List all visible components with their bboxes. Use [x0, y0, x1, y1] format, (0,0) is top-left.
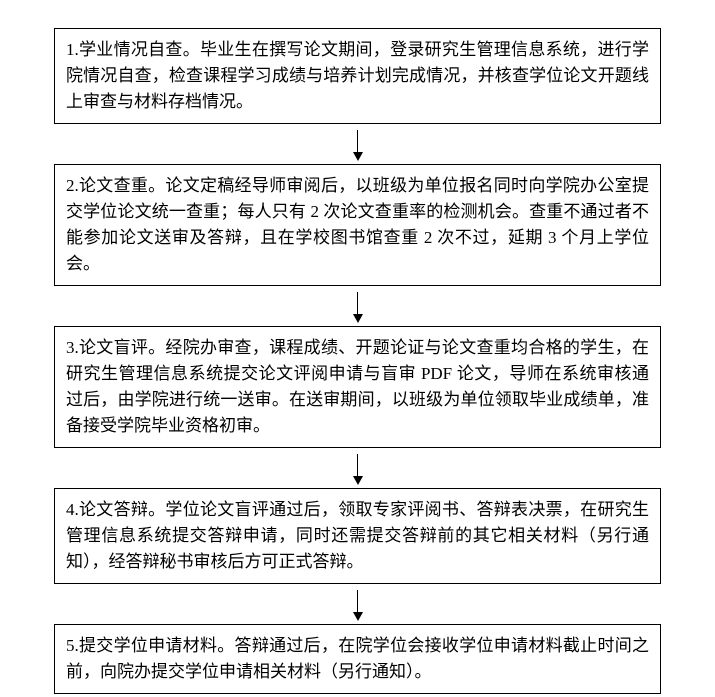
flow-step-text-3: 3.论文盲评。经院办审查，课程成绩、开题论证与论文查重均合格的学生，在研究生管理… [66, 338, 649, 435]
arrow-head [352, 612, 363, 621]
arrow-head [352, 314, 363, 323]
down-arrow-icon-3 [352, 448, 363, 488]
flow-step-box-4: 4.论文答辩。学位论文盲评通过后，领取专家评阅书、答辩表决票，在研究生管理信息系… [54, 488, 661, 584]
flow-step-text-2: 2.论文查重。论文定稿经导师审阅后，以班级为单位报名同时向学院办公室提交学位论文… [66, 176, 649, 273]
arrow-line [357, 590, 358, 612]
flow-step-box-3: 3.论文盲评。经院办审查，课程成绩、开题论证与论文查重均合格的学生，在研究生管理… [54, 326, 661, 448]
down-arrow-icon-1 [352, 124, 363, 164]
flow-step-box-2: 2.论文查重。论文定稿经导师审阅后，以班级为单位报名同时向学院办公室提交学位论文… [54, 164, 661, 286]
arrow-line [357, 454, 358, 476]
flow-step-text-5: 5.提交学位申请材料。答辩通过后，在院学位会接收学位申请材料截止时间之前，向院办… [66, 636, 649, 681]
down-arrow-icon-2 [352, 286, 363, 326]
flow-step-text-4: 4.论文答辩。学位论文盲评通过后，领取专家评阅书、答辩表决票，在研究生管理信息系… [66, 500, 649, 571]
arrow-head [352, 476, 363, 485]
down-arrow-icon-4 [352, 584, 363, 624]
flow-step-box-1: 1.学业情况自查。毕业生在撰写论文期间，登录研究生管理信息系统，进行学院情况自查… [54, 28, 661, 124]
arrow-line [357, 130, 358, 152]
flow-step-box-5: 5.提交学位申请材料。答辩通过后，在院学位会接收学位申请材料截止时间之前，向院办… [54, 624, 661, 694]
arrow-head [352, 152, 363, 161]
flow-step-text-1: 1.学业情况自查。毕业生在撰写论文期间，登录研究生管理信息系统，进行学院情况自查… [66, 40, 649, 111]
arrow-line [357, 292, 358, 314]
